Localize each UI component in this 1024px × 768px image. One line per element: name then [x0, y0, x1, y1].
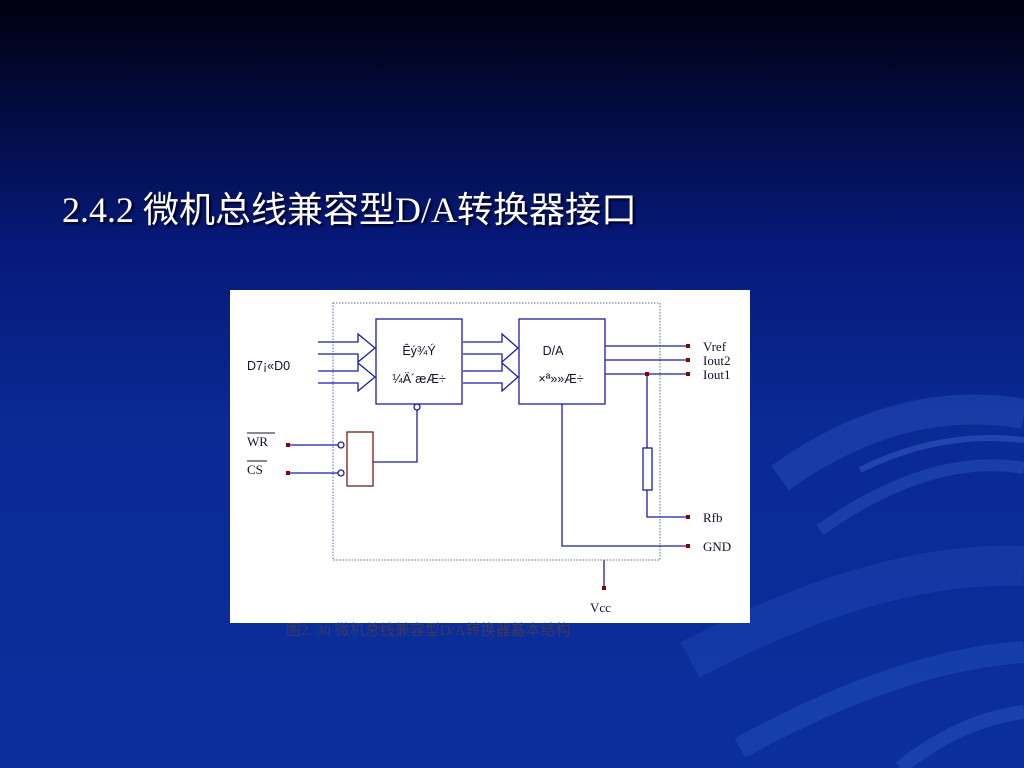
module-boundary [332, 302, 661, 561]
background-swoosh [895, 705, 1024, 768]
control-logic-block [346, 431, 374, 487]
register-to-dac-arrow-upper [463, 332, 519, 364]
wiring [288, 318, 688, 586]
diagram-panel: D7¡«D0 Êý¾Ý ¼Ä´æÆ÷ D/A ×ª»»Æ÷ Vref Iout2… [230, 290, 750, 623]
dac-label-line1: D/A [543, 344, 565, 358]
background-swoosh [734, 641, 1024, 758]
register-label-line1: Êý¾Ý [402, 343, 436, 358]
background-swoosh [771, 394, 1024, 491]
iout1-pin-label: Iout1 [703, 367, 730, 382]
dac-block [518, 318, 606, 405]
cs-pin-dot [286, 471, 290, 475]
gnd-pin-label: GND [703, 539, 731, 554]
gnd-pin-dot [686, 544, 690, 548]
slide-title: 2.4.2 微机总线兼容型D/A转换器接口 [62, 190, 637, 230]
background-swoosh [680, 545, 1024, 678]
iout2-pin-dot [686, 358, 690, 362]
data-bus-arrow-lower [318, 361, 377, 393]
cs-pin-label: CS [247, 462, 263, 477]
feedback-resistor [642, 447, 653, 491]
background-swoosh [816, 459, 1024, 535]
wr-pin-label: WR [247, 434, 268, 449]
register-label-line2: ¼Ä´æÆ÷ [392, 372, 446, 386]
background-swoosh [858, 435, 1024, 473]
cs-inverter-bubble [337, 469, 345, 477]
circuit-diagram: D7¡«D0 Êý¾Ý ¼Ä´æÆ÷ D/A ×ª»»Æ÷ Vref Iout2… [247, 302, 731, 615]
feedback-junction-dot [645, 372, 649, 376]
wr-inverter-bubble [337, 441, 345, 449]
latch-enable-bubble [413, 403, 421, 411]
latch-enable-line [373, 410, 418, 463]
figure-caption: 图2. 30 微机总线兼容型D/A转换器基本结构 [286, 623, 571, 639]
pin-dots [286, 344, 690, 590]
data-register-block [375, 318, 463, 405]
iout1-pin-dot [686, 372, 690, 376]
vcc-pin-label: Vcc [590, 600, 611, 615]
data-bus-label: D7¡«D0 [247, 359, 290, 373]
vref-pin-label: Vref [703, 339, 727, 354]
gnd-line [561, 404, 688, 547]
iout2-pin-label: Iout2 [703, 353, 730, 368]
feedback-line-lower [646, 490, 688, 518]
rfb-pin-label: Rfb [703, 510, 723, 525]
rfb-pin-dot [686, 515, 690, 519]
dac-label-line2: ×ª»»Æ÷ [538, 372, 583, 386]
data-bus-arrow-upper [318, 332, 377, 364]
vcc-pin-dot [602, 586, 606, 590]
vref-pin-dot [686, 344, 690, 348]
wr-pin-dot [286, 443, 290, 447]
register-to-dac-arrow-lower [463, 361, 519, 393]
